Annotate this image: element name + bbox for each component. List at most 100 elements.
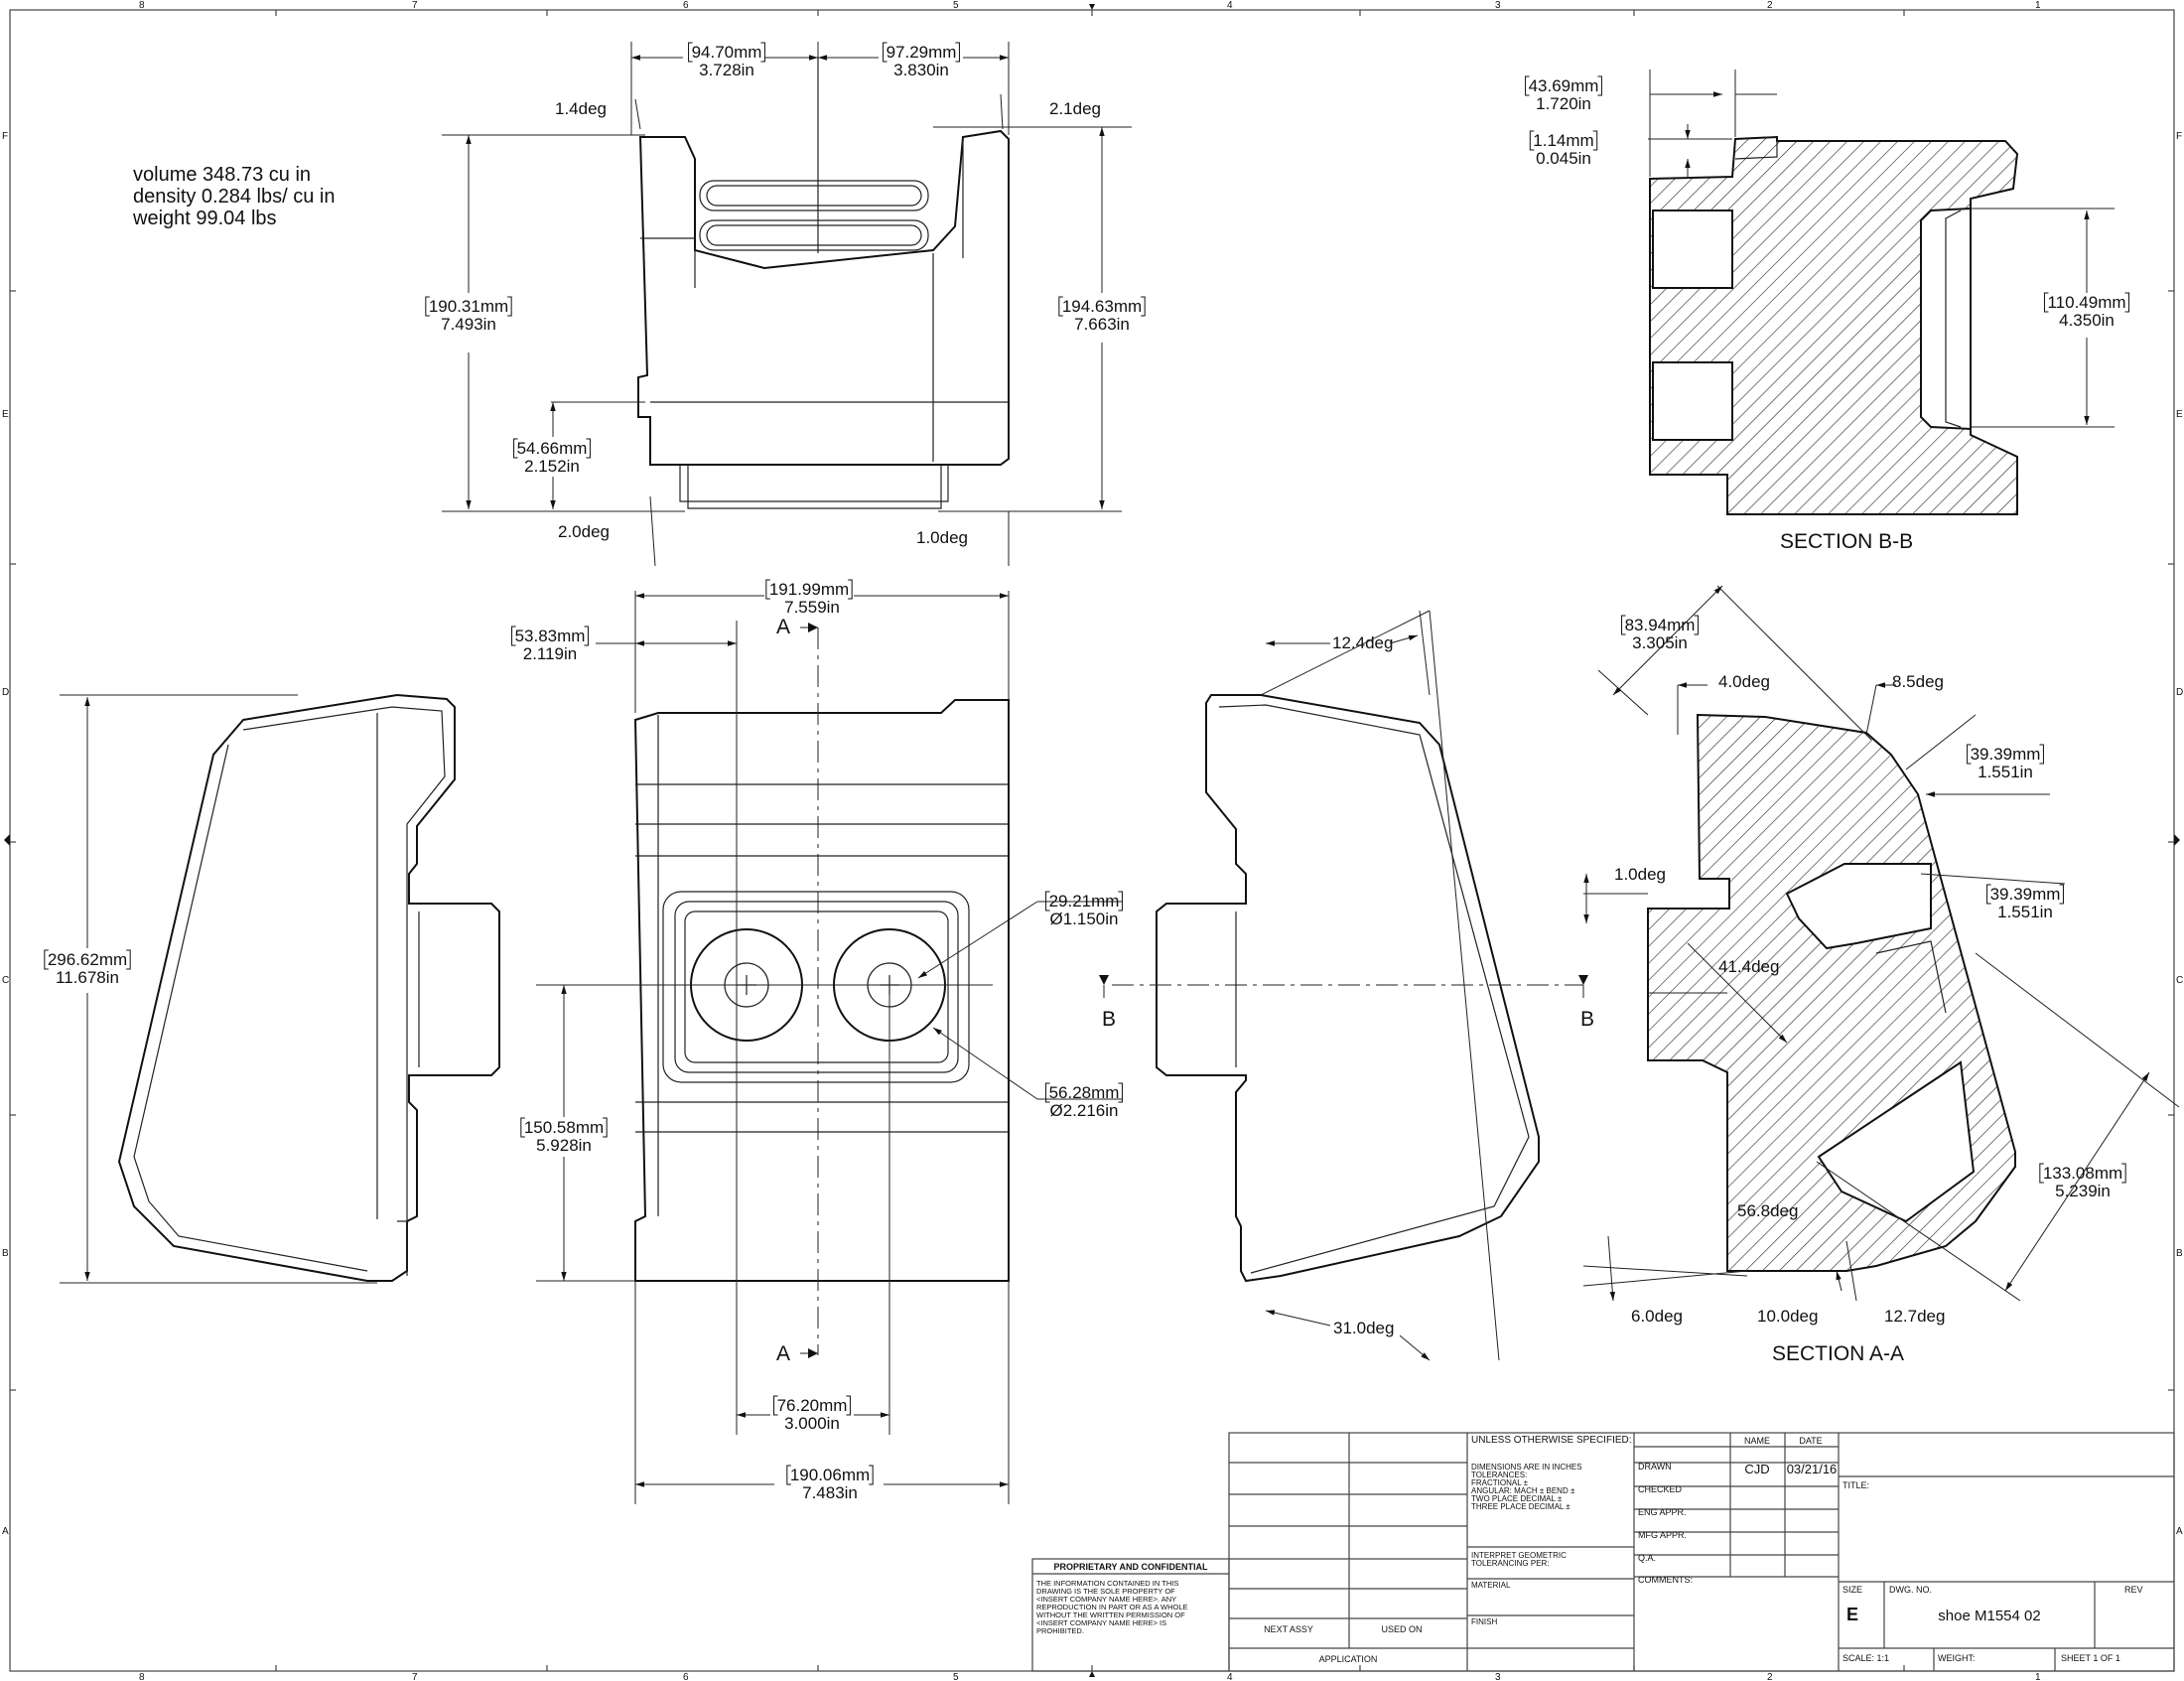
sheet-label: SHEET 1 OF 1 bbox=[2061, 1653, 2120, 1663]
angle-label: 10.0deg bbox=[1757, 1307, 1818, 1326]
volume-text: volume 348.73 cu in bbox=[133, 164, 312, 186]
zone-row-label: A bbox=[2, 1526, 9, 1537]
date-header: DATE bbox=[1799, 1436, 1822, 1446]
front-view bbox=[566, 627, 1010, 1355]
zone-row-label: D bbox=[2, 687, 9, 698]
angle-label: 12.4deg bbox=[1332, 633, 1393, 652]
zone-col-label: 2 bbox=[1767, 1672, 1773, 1681]
dimension-bracket bbox=[1967, 744, 1972, 765]
checked-label: CHECKED bbox=[1638, 1484, 1683, 1494]
dimension-bracket bbox=[773, 1395, 778, 1416]
dimension-bracket bbox=[425, 296, 430, 317]
dimension-bracket bbox=[846, 1395, 851, 1416]
dimension-bracket bbox=[1986, 884, 1991, 905]
tolerance-line: THREE PLACE DECIMAL ± bbox=[1471, 1502, 1570, 1511]
proprietary-notice: PROPRIETARY AND CONFIDENTIAL THE INFORMA… bbox=[1031, 1558, 1230, 1672]
zone-col-label: 5 bbox=[953, 0, 959, 11]
dimension-mm: 296.62mm bbox=[48, 950, 127, 969]
section-bb-view bbox=[1649, 135, 2019, 515]
section-label-a: A bbox=[776, 616, 790, 638]
dimension-bracket bbox=[955, 42, 960, 63]
dimension-mm: 1.14mm bbox=[1533, 131, 1593, 150]
interpret-line: INTERPRET GEOMETRIC bbox=[1471, 1551, 1567, 1560]
dimension-bracket bbox=[586, 438, 591, 459]
angle-label: 6.0deg bbox=[1631, 1307, 1683, 1326]
qa-label: Q.A. bbox=[1638, 1553, 1656, 1563]
zone-col-label: 6 bbox=[683, 0, 689, 11]
dimension-bracket bbox=[869, 1465, 874, 1485]
dimension-bracket bbox=[1694, 615, 1699, 635]
angle-label: 2.0deg bbox=[558, 522, 610, 541]
angle-label: 31.0deg bbox=[1333, 1319, 1394, 1337]
dimension-in: 2.152in bbox=[524, 457, 580, 476]
rev-label: REV bbox=[2124, 1585, 2143, 1595]
dimension-bracket bbox=[2059, 884, 2064, 905]
dimension-in: 3.305in bbox=[1632, 633, 1688, 652]
tolerance-line: ANGULAR: MACH ± BEND ± bbox=[1471, 1486, 1575, 1495]
dimension-bracket bbox=[1525, 75, 1530, 96]
dimension-mm: 190.31mm bbox=[429, 297, 508, 316]
section-bb-title: SECTION B-B bbox=[1780, 530, 1913, 553]
zone-col-label: 4 bbox=[1227, 0, 1233, 11]
section-label-b: B bbox=[1102, 1008, 1116, 1031]
dimension-bracket bbox=[1045, 891, 1050, 911]
dimension-bracket bbox=[2039, 1163, 2044, 1184]
zone-col-label: 2 bbox=[1767, 0, 1773, 11]
size-label: SIZE bbox=[1843, 1585, 1862, 1595]
proprietary-line: WITHOUT THE WRITTEN PERMISSION OF bbox=[1036, 1611, 1185, 1619]
dimension-in: 5.239in bbox=[2055, 1182, 2111, 1200]
zone-col-label: 1 bbox=[2035, 0, 2041, 11]
angle-label: 12.7deg bbox=[1884, 1307, 1945, 1326]
dimension-in: 4.350in bbox=[2059, 311, 2115, 330]
material-label: MATERIAL bbox=[1471, 1581, 1511, 1590]
dimension-bracket bbox=[584, 626, 589, 646]
zone-row-label: C bbox=[2, 975, 9, 986]
section-label-a: A bbox=[776, 1342, 790, 1365]
dimension-bracket bbox=[513, 438, 518, 459]
dimension-mm: 191.99mm bbox=[769, 580, 849, 599]
dimension-bracket bbox=[786, 1465, 791, 1485]
dimension-mm: 54.66mm bbox=[517, 439, 588, 458]
zone-col-label: 8 bbox=[139, 1672, 145, 1681]
section-aa-title: SECTION A-A bbox=[1772, 1342, 1904, 1365]
dimension-bracket bbox=[2124, 292, 2130, 313]
top-view bbox=[637, 58, 1010, 509]
proprietary-line: DRAWING IS THE SOLE PROPERTY OF bbox=[1036, 1587, 1175, 1596]
tolerance-line: TOLERANCES: bbox=[1471, 1471, 1527, 1479]
angle-labels: 1.4deg 2.1deg 2.0deg 1.0deg 12.4deg 31.0… bbox=[555, 99, 1945, 1337]
dimension-mm: 133.08mm bbox=[2043, 1164, 2122, 1183]
dimension-bracket bbox=[603, 1117, 608, 1138]
zone-row-label: B bbox=[2, 1248, 9, 1259]
dimension-in: 3.728in bbox=[699, 61, 754, 79]
dimension-bracket bbox=[1045, 1082, 1050, 1103]
tolerance-line: FRACTIONAL ± bbox=[1471, 1478, 1529, 1487]
dimension-bracket bbox=[765, 579, 770, 600]
dimension-bracket bbox=[520, 1117, 525, 1138]
used-on-label: USED ON bbox=[1381, 1624, 1422, 1634]
dimension-bracket bbox=[44, 949, 49, 970]
next-assy-label: NEXT ASSY bbox=[1264, 1624, 1313, 1634]
drawn-name: CJD bbox=[1744, 1462, 1769, 1476]
zone-row-label: A bbox=[2176, 1526, 2183, 1537]
dimension-mm: 39.39mm bbox=[1990, 885, 2061, 904]
dimension-in: 0.045in bbox=[1536, 149, 1591, 168]
proprietary-line: <INSERT COMPANY NAME HERE> IS bbox=[1036, 1618, 1166, 1627]
proprietary-line: <INSERT COMPANY NAME HERE>. ANY bbox=[1036, 1595, 1176, 1604]
zone-col-label: 5 bbox=[953, 1672, 959, 1681]
scale-label: SCALE: 1:1 bbox=[1843, 1653, 1889, 1663]
angle-label: 1.0deg bbox=[916, 528, 968, 547]
zone-row-label: D bbox=[2176, 687, 2183, 698]
dimension-in: 7.663in bbox=[1074, 315, 1130, 334]
dimension-labels: 94.70mm 3.728in 97.29mm 3.830in 190.31mm… bbox=[44, 42, 2130, 1502]
dimension-mm: 194.63mm bbox=[1062, 297, 1142, 316]
proprietary-heading: PROPRIETARY AND CONFIDENTIAL bbox=[1053, 1562, 1208, 1572]
tolerance-line: DIMENSIONS ARE IN INCHES bbox=[1471, 1463, 1582, 1471]
dimension-bracket bbox=[1529, 130, 1535, 151]
angle-label: 8.5deg bbox=[1892, 672, 1944, 691]
dimension-in: 7.493in bbox=[441, 315, 496, 334]
eng-appr-label: ENG APPR. bbox=[1638, 1507, 1687, 1517]
zone-col-label: 7 bbox=[412, 1672, 418, 1681]
dimension-bracket bbox=[1592, 130, 1598, 151]
dimension-bracket bbox=[2039, 744, 2044, 765]
interpret-line: TOLERANCING PER: bbox=[1471, 1559, 1550, 1568]
